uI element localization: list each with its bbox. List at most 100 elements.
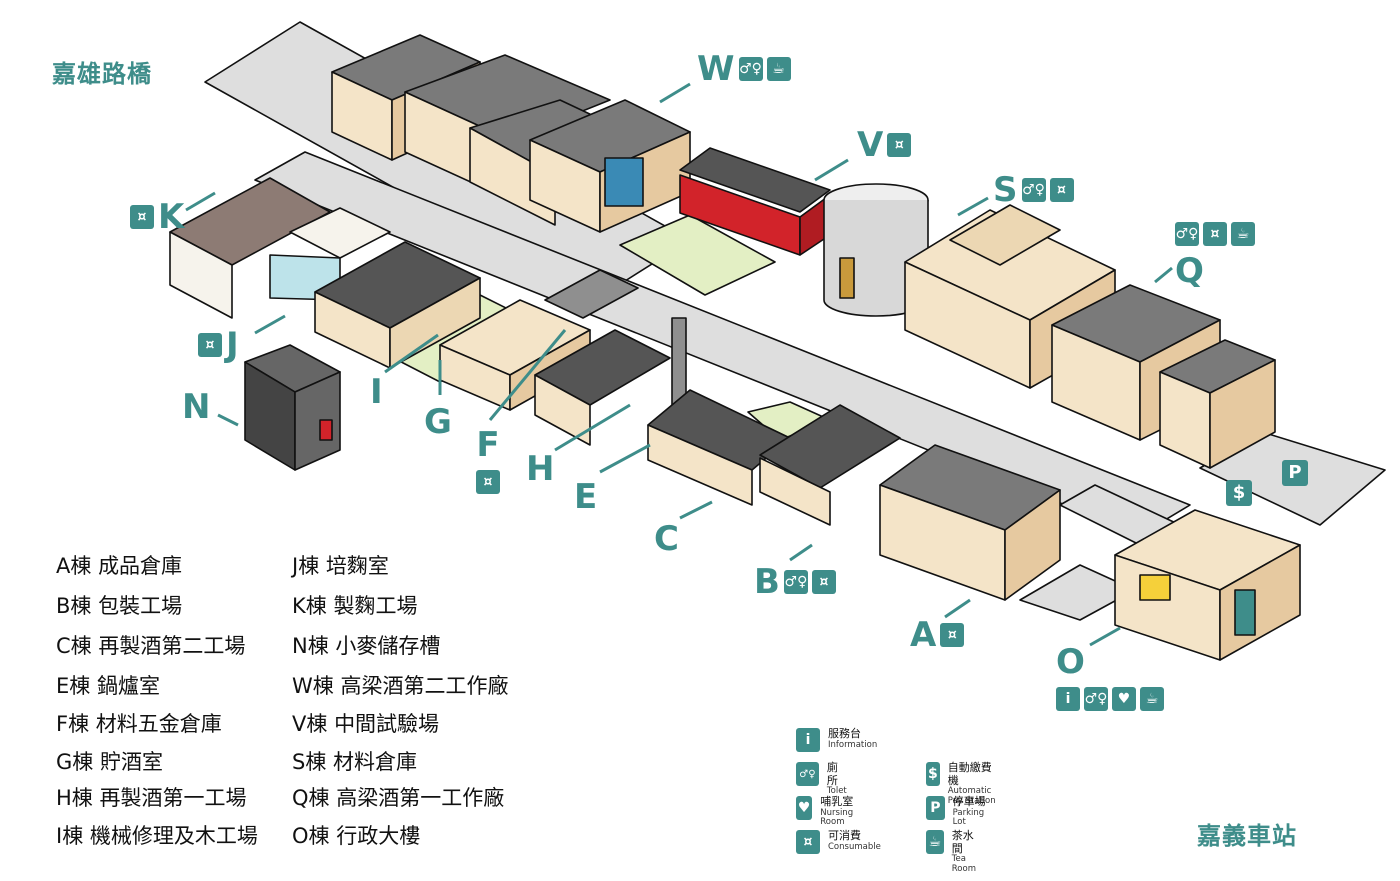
- label-letter: A: [910, 615, 937, 655]
- list-item: F棟 材料五金倉庫: [56, 712, 222, 736]
- information-icon: i: [1056, 687, 1080, 711]
- list-item: G棟 貯酒室: [56, 750, 163, 774]
- label-building-v[interactable]: V ¤: [857, 125, 912, 165]
- building-w: [331, 34, 691, 233]
- tea-icon: ☕: [1231, 222, 1255, 246]
- label-parking[interactable]: P: [1282, 460, 1308, 486]
- label-letter: I: [370, 372, 383, 412]
- label-building-o[interactable]: O i ♂♀ ♥ ☕: [1056, 645, 1164, 711]
- legend-label-en: Parking Lot: [952, 807, 985, 828]
- label-building-j[interactable]: ¤ J: [198, 328, 239, 362]
- information-icon: i: [796, 728, 820, 752]
- tea-icon: ☕: [926, 830, 944, 854]
- list-item: E棟 鍋爐室: [56, 674, 160, 698]
- building-o: [1114, 509, 1301, 661]
- label-building-s[interactable]: S ♂♀ ¤: [993, 173, 1074, 207]
- list-item: W棟 高梁酒第二工作廠: [292, 674, 509, 698]
- consumable-icon: ¤: [1203, 222, 1227, 246]
- lawn-v: [619, 214, 776, 296]
- legend-label-en: Automatic Pay Station: [947, 786, 996, 807]
- legend-label-en: Consumable: [828, 841, 881, 852]
- tea-icon: ☕: [1140, 687, 1164, 711]
- toilet-icon: ♂♀: [1175, 222, 1199, 246]
- label-letter: B: [754, 562, 780, 602]
- label-letter: V: [857, 125, 884, 165]
- label-letter: J: [226, 325, 239, 365]
- label-building-k[interactable]: ¤ K: [130, 200, 184, 234]
- list-item: J棟 培麴室: [292, 554, 389, 578]
- building-n: [244, 344, 341, 471]
- list-item: O棟 行政大樓: [292, 824, 421, 848]
- place-station: 嘉義車站: [1197, 822, 1297, 850]
- label-letter: H: [526, 449, 555, 489]
- consumable-icon: ¤: [887, 133, 912, 157]
- parking-icon: P: [926, 796, 945, 820]
- legend-label: 茶水間: [951, 829, 974, 855]
- label-building-e[interactable]: E: [574, 480, 597, 514]
- label-building-b[interactable]: B ♂♀ ¤: [754, 565, 836, 599]
- pay-station-icon: $: [926, 762, 940, 786]
- label-letter: E: [574, 477, 598, 517]
- toilet-icon: ♂♀: [1084, 687, 1108, 711]
- consumable-icon: ¤: [811, 570, 836, 594]
- building-a: [879, 444, 1061, 601]
- building-i: [314, 241, 481, 369]
- legend-label: 服務台: [828, 727, 861, 740]
- legend-label: 廁所: [826, 761, 838, 787]
- building-q: [1051, 284, 1276, 469]
- legend-label-en: Nursing Room: [820, 807, 854, 828]
- legend-label-en: Information: [828, 739, 878, 750]
- label-letter: K: [158, 197, 185, 237]
- label-building-a[interactable]: A ¤: [910, 615, 965, 655]
- label-building-w[interactable]: W ♂♀ ☕: [697, 52, 791, 86]
- consumable-icon: ¤: [940, 623, 965, 647]
- tea-icon: ☕: [766, 57, 791, 81]
- list-item: N棟 小麥儲存槽: [292, 634, 441, 658]
- legend-label-en: Tea Room: [951, 854, 976, 875]
- label-building-c[interactable]: C: [654, 522, 679, 556]
- label-letter: C: [654, 519, 679, 559]
- list-item: Q棟 高梁酒第一工作廠: [292, 786, 505, 810]
- nursing-icon: ♥: [796, 796, 813, 820]
- label-pay-station[interactable]: $: [1226, 480, 1252, 506]
- list-item: K棟 製麴工場: [292, 594, 418, 618]
- legend-label: 停車場: [952, 795, 986, 808]
- label-building-q[interactable]: ♂♀ ¤ ☕ Q: [1175, 222, 1255, 288]
- label-building-f[interactable]: F ¤: [476, 428, 500, 494]
- nursing-icon: ♥: [1112, 687, 1136, 711]
- building-k: [169, 177, 391, 319]
- list-item: H棟 再製酒第一工場: [56, 786, 247, 810]
- list-item: I棟 機械修理及木工場: [56, 824, 258, 848]
- silo-tank: [823, 183, 929, 317]
- list-item: A棟 成品倉庫: [56, 554, 183, 578]
- label-building-g[interactable]: G: [424, 405, 452, 439]
- toilet-icon: ♂♀: [738, 57, 763, 81]
- label-letter: Q: [1175, 251, 1204, 291]
- legend-label: 自動繳費機: [947, 761, 992, 787]
- legend-label: 可消費: [828, 829, 861, 842]
- toilet-icon: ♂♀: [1021, 178, 1046, 202]
- label-building-h[interactable]: H: [526, 452, 554, 486]
- label-letter: S: [993, 170, 1018, 210]
- legend-label-en: Tolet: [826, 786, 847, 797]
- label-letter: O: [1056, 642, 1085, 682]
- list-item: B棟 包裝工場: [56, 594, 183, 618]
- label-letter: F: [476, 425, 500, 465]
- parking-icon: P: [1282, 460, 1308, 486]
- label-building-n[interactable]: N: [182, 390, 210, 424]
- consumable-icon: ¤: [796, 830, 820, 854]
- label-building-i[interactable]: I: [370, 375, 383, 409]
- consumable-icon: ¤: [198, 333, 222, 357]
- label-letter: W: [697, 49, 735, 89]
- label-letter: G: [424, 402, 452, 442]
- legend-label: 哺乳室: [820, 795, 854, 808]
- toilet-icon: ♂♀: [783, 570, 808, 594]
- label-letter: N: [182, 387, 211, 427]
- list-item: V棟 中間試驗場: [292, 712, 440, 736]
